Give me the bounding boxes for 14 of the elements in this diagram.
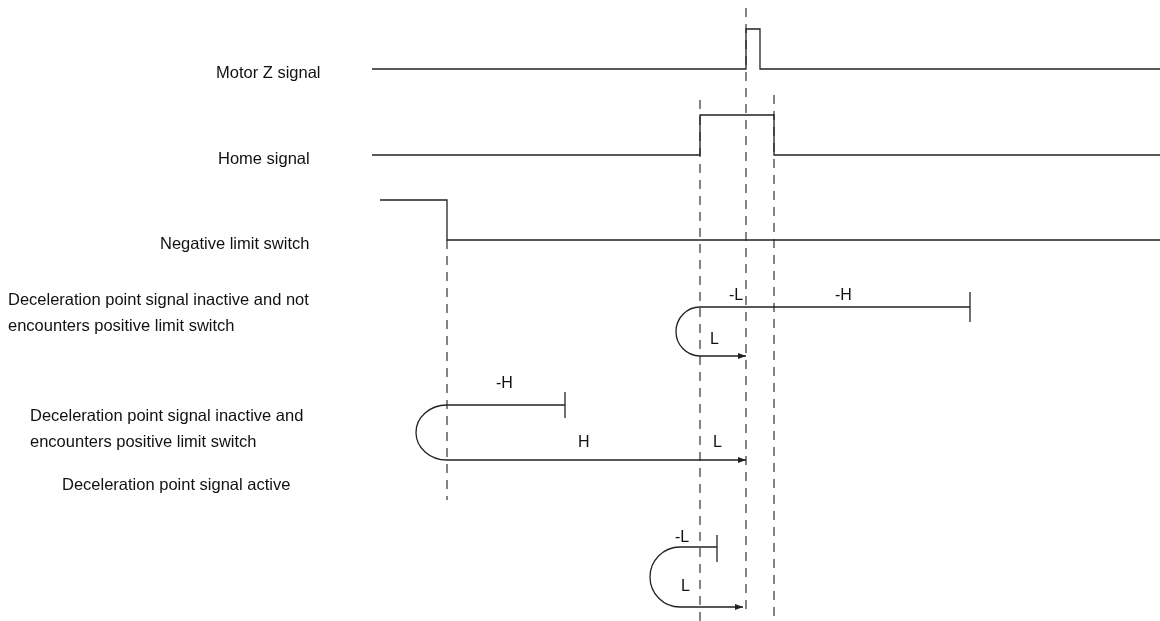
path-label: L <box>713 434 722 450</box>
path-label: H <box>578 434 590 450</box>
path-label: -H <box>496 375 513 391</box>
signal-name: Negative limit switch <box>160 233 310 254</box>
case-label: Deceleration point signal inactive and not encounters positive limit switch <box>8 289 310 336</box>
signal-name: Motor Z signal <box>216 62 321 83</box>
path-label: -H <box>835 287 852 303</box>
case-label: Deceleration point signal active <box>62 474 291 495</box>
case-label: Deceleration point signal inactive and encounters positive limit switch <box>30 405 305 452</box>
path-label: -L <box>729 287 744 303</box>
path-label: L <box>710 331 719 347</box>
path-label: -L <box>675 529 690 545</box>
path-label: L <box>681 578 690 594</box>
signal-name: Home signal <box>218 148 310 169</box>
